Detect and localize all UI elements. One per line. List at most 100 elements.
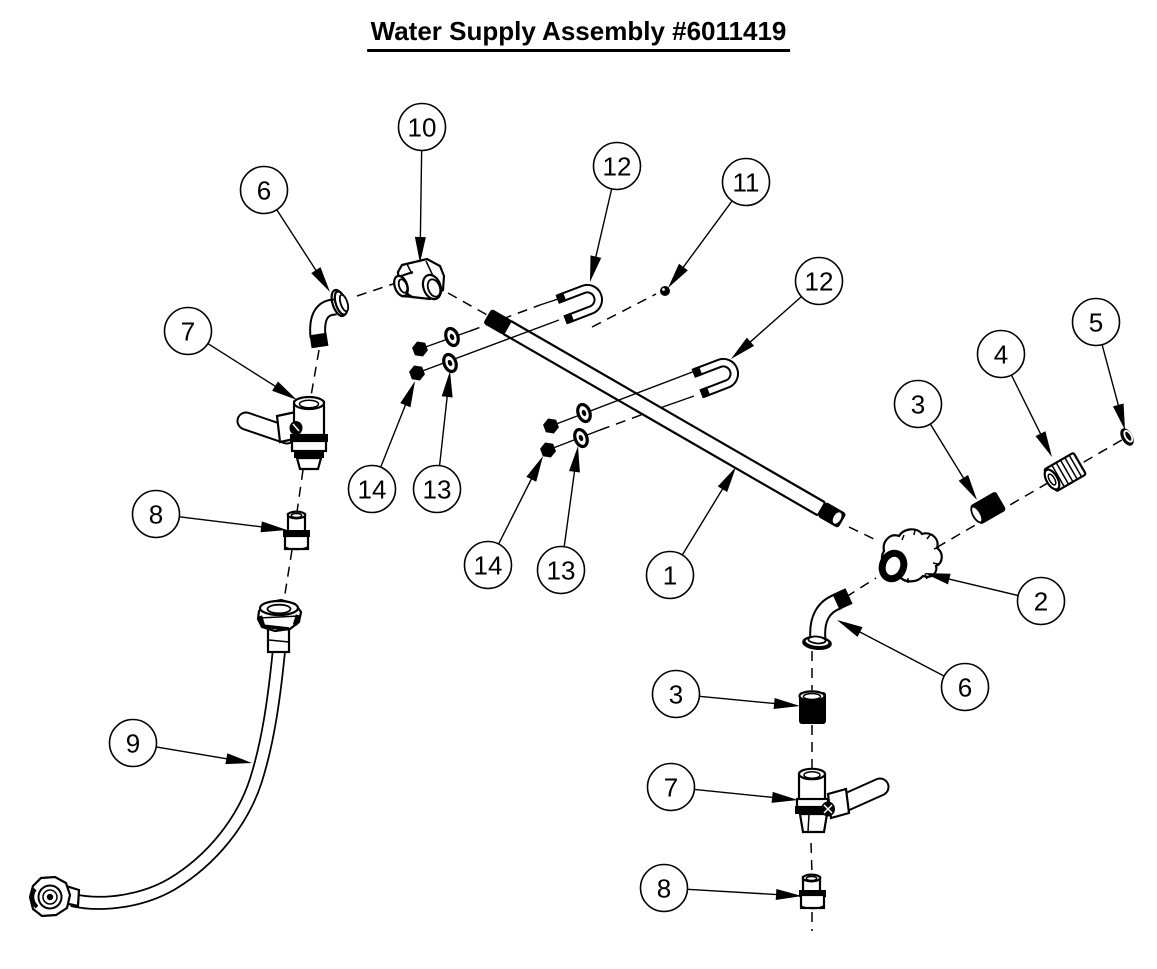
drawing-title: Water Supply Assembly #6011419 [366,16,791,52]
part-14-nut [412,341,428,357]
leader-line [1101,344,1121,410]
callout-number: 10 [408,112,437,142]
callout-number: 6 [958,672,972,702]
callout-number: 11 [733,167,760,197]
callout-number: 8 [149,499,163,529]
part-8-adapter-left [283,510,310,551]
leader-line [687,888,782,896]
leader-arrowhead [400,381,415,408]
callout-number: 9 [126,728,140,758]
leader-line [929,423,967,483]
leader-line [699,695,780,705]
part-2-tee [878,528,943,583]
leader-arrowhead [526,456,543,482]
callout-number: 14 [358,474,387,504]
callout-balloon [721,157,771,207]
part-7-ball-valve-bottom [795,767,890,834]
callout-13-10: 13 [412,371,462,514]
centerlines [283,283,1128,931]
callout-balloon [651,669,701,719]
leader-arrowhead [717,467,736,493]
callout-balloon [893,379,943,429]
callout-12-2: 12 [590,141,642,282]
callout-number: 8 [657,873,671,903]
leader-line [207,342,280,390]
callout-number: 14 [474,550,503,580]
callout-number: 3 [669,679,683,709]
leader-line [746,296,802,346]
callout-number: 13 [423,474,452,504]
callout-14-12: 14 [463,456,543,590]
callout-number: 1 [663,560,677,590]
leader-line [276,209,320,275]
callout-12-4: 12 [731,256,844,359]
part-11-screw [660,286,670,296]
part-1-supply-tube [484,309,846,528]
leader-arrowhead [837,620,863,637]
leader-line [156,746,232,761]
callout-balloon [397,102,447,152]
part-13-washer [444,326,460,348]
callout-8-11: 8 [131,489,287,539]
callout-balloon [1016,576,1066,626]
part-8-adapter-bottom [799,873,826,910]
leader-arrowhead [569,446,580,473]
leader-arrowhead [590,255,602,282]
callout-balloon [412,464,462,514]
part-13-washer [442,352,458,374]
leader-line [380,400,408,468]
callout-balloon [536,545,586,595]
leader-arrowhead [1112,403,1125,430]
part-14-nut [409,365,425,381]
callout-number: 3 [911,389,925,419]
part-3-nipple-bottom [798,690,826,724]
callout-8-20: 8 [639,863,802,913]
leader-arrowhead [272,381,297,400]
part-14-nut [540,442,556,458]
callout-balloon [940,662,990,712]
leader-line [681,484,726,556]
leader-arrowhead [771,791,798,803]
callout-balloon [794,256,844,306]
callout-11-3: 11 [668,157,771,288]
callout-balloon [639,863,689,913]
part-13-washer [573,427,589,449]
part-6-elbow-top [309,288,350,349]
callout-14-9: 14 [347,381,415,514]
part-14-nut [543,418,559,434]
part-13-washer [576,402,592,424]
leader-line [944,577,1019,597]
leader-arrowhead [260,521,287,533]
callout-3-7: 3 [893,379,977,500]
callout-6-16: 6 [837,620,990,712]
leader-line [855,629,945,677]
part-12-u-bolt-top [555,284,603,325]
callout-number: 12 [603,151,632,181]
leader-line [1010,374,1044,439]
callout-4-6: 4 [976,329,1052,457]
callout-balloon [108,718,158,768]
part-5-washer [1120,428,1134,446]
callout-5-5: 5 [1071,297,1125,430]
callout-number: 7 [181,316,195,346]
part-3-nipple-right [970,492,1006,524]
callout-7-8: 7 [163,306,297,400]
leader-line [179,516,267,529]
leader-line [594,188,613,262]
callout-1-14: 1 [645,467,736,600]
callout-balloon [463,540,513,590]
leader-arrowhead [731,337,755,359]
callout-7-19: 7 [646,762,798,812]
callout-number: 5 [1089,307,1103,337]
part-9-hose [28,598,303,918]
callout-balloon [239,165,289,215]
leader-line [563,466,576,547]
leader-line [497,474,535,545]
leader-arrowhead [958,474,977,500]
leader-arrowhead [311,267,330,292]
part-7-ball-valve-left [236,395,328,471]
callout-6-1: 6 [239,165,330,292]
callout-number: 7 [664,772,678,802]
part-12-u-bolt-bottom [691,358,739,399]
